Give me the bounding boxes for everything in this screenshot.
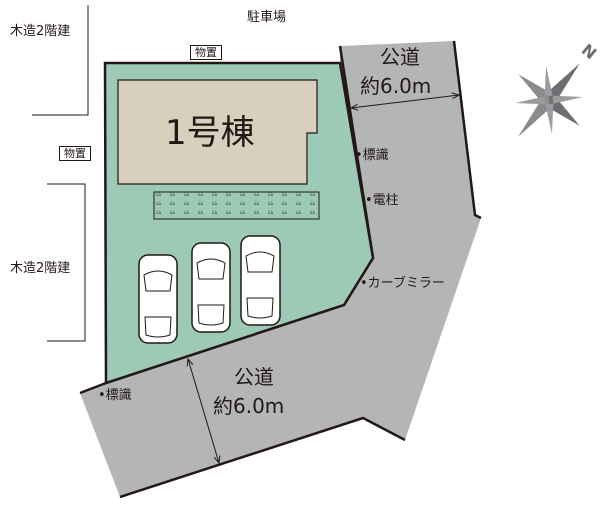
sign-south-label: •標識 bbox=[98, 388, 132, 403]
pole-label: •電柱 bbox=[365, 193, 399, 208]
neighbor-boundary-top bbox=[32, 5, 89, 116]
storage-label-top: 物置 bbox=[190, 45, 222, 60]
parking-label: 駐車場 bbox=[247, 10, 287, 25]
neighbor-label-bottom: 木造2階建 bbox=[10, 261, 71, 276]
storage-label-left: 物置 bbox=[59, 146, 91, 161]
car bbox=[240, 235, 281, 326]
hedge bbox=[153, 191, 320, 220]
car bbox=[138, 254, 178, 344]
public-road bbox=[80, 41, 481, 497]
neighbor-boundary-bottom bbox=[47, 183, 86, 342]
neighbor-label-top: 木造2階建 bbox=[10, 24, 71, 39]
building-label: 1号棟 bbox=[165, 113, 255, 153]
road-south-name: 公道 bbox=[234, 365, 274, 389]
car bbox=[191, 242, 231, 333]
curve-mirror-label: •カーブミラー bbox=[360, 276, 445, 291]
sign-east-label: •標識 bbox=[355, 148, 389, 163]
road-east-name: 公道 bbox=[380, 45, 420, 69]
dimension-arrow-south bbox=[188, 359, 219, 463]
road-east-width: 約6.0m bbox=[360, 74, 432, 98]
dimension-arrow-east bbox=[351, 95, 459, 108]
road-south-width: 約6.0m bbox=[213, 394, 285, 418]
building-1 bbox=[117, 79, 318, 185]
compass-icon bbox=[515, 63, 583, 137]
